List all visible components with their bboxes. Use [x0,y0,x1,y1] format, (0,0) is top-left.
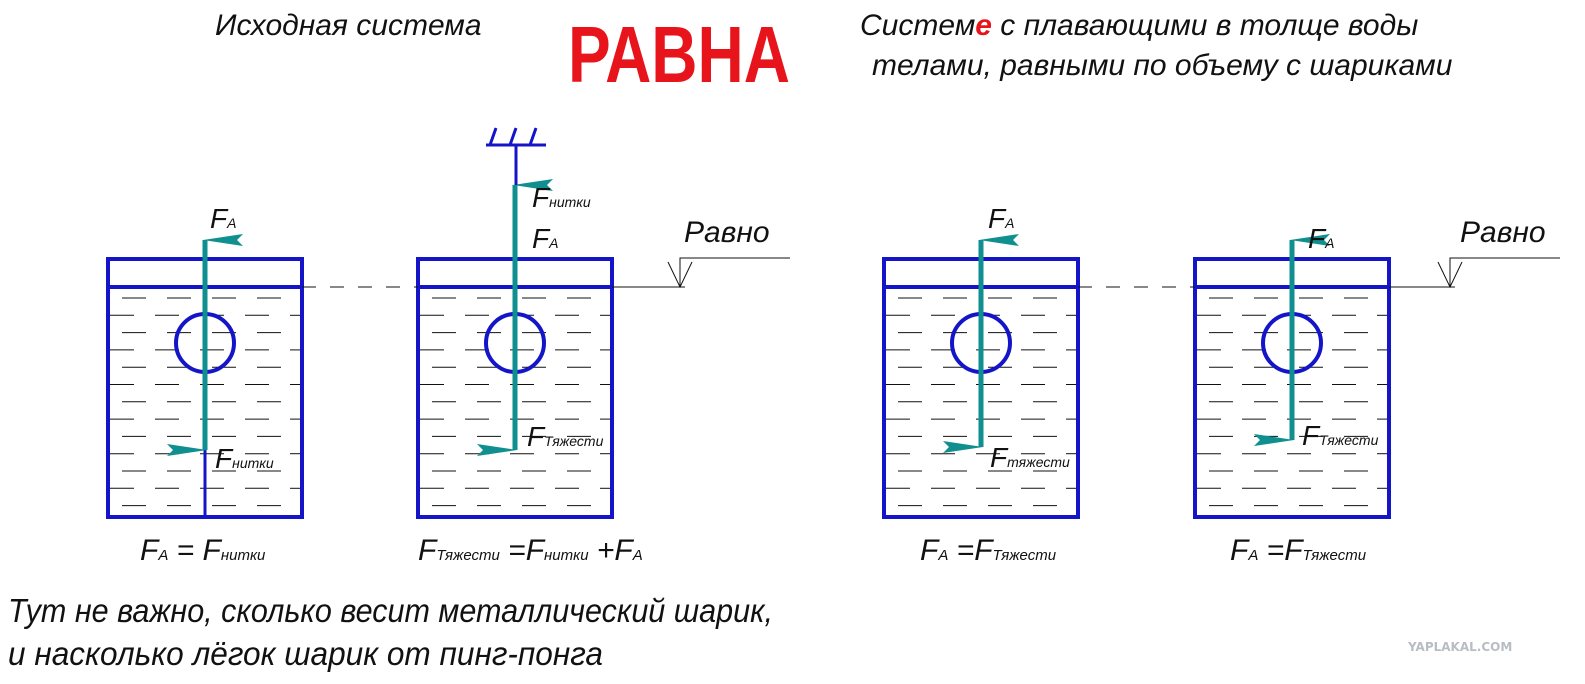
equation-1: FA = Fнитки [140,534,266,567]
ceiling-support-icon [486,127,546,185]
label-fthread-2: Fнитки [532,182,591,213]
label-fa-3: FA [988,203,1014,234]
vessel-4 [1193,234,1391,519]
equation-2: FТяжести =Fнитки +FA [418,534,643,567]
label-equal-right: Равно [1460,216,1546,249]
label-fgravity-3: Fтяжести [990,442,1070,473]
footer-line-1: Тут не важно, сколько весит металлически… [8,592,773,629]
label-equal-left: Равно [684,216,770,249]
label-fgravity-4: FТяжести [1302,420,1379,451]
level-marker-right [1389,257,1560,289]
label-fa-1: FA [210,203,236,234]
watermark: YAPLAKAL.COM [1407,640,1512,654]
level-marker-left [612,257,790,289]
label-fa-4: FA [1308,223,1334,254]
title-floating-system-line1: Системе с плавающими в толще воды [860,9,1418,42]
vessel-3 [882,234,1080,519]
title-floating-system-line2: телами, равными по объему с шариками [872,49,1453,82]
equation-4: FA =FТяжести [1230,534,1367,567]
equation-3: FA =FТяжести [920,534,1057,567]
label-fthread-1: Fнитки [215,443,274,474]
vessel-2 [416,179,614,519]
label-fgravity-2: FТяжести [527,421,604,452]
stamp-equal: РАВНА [568,10,790,99]
footer-line-2: и насколько лёгок шарик от пинг-понга [8,635,603,672]
vessel-1 [106,234,304,519]
label-fa-2: FA [532,223,558,254]
title-original-system: Исходная система [215,9,482,42]
